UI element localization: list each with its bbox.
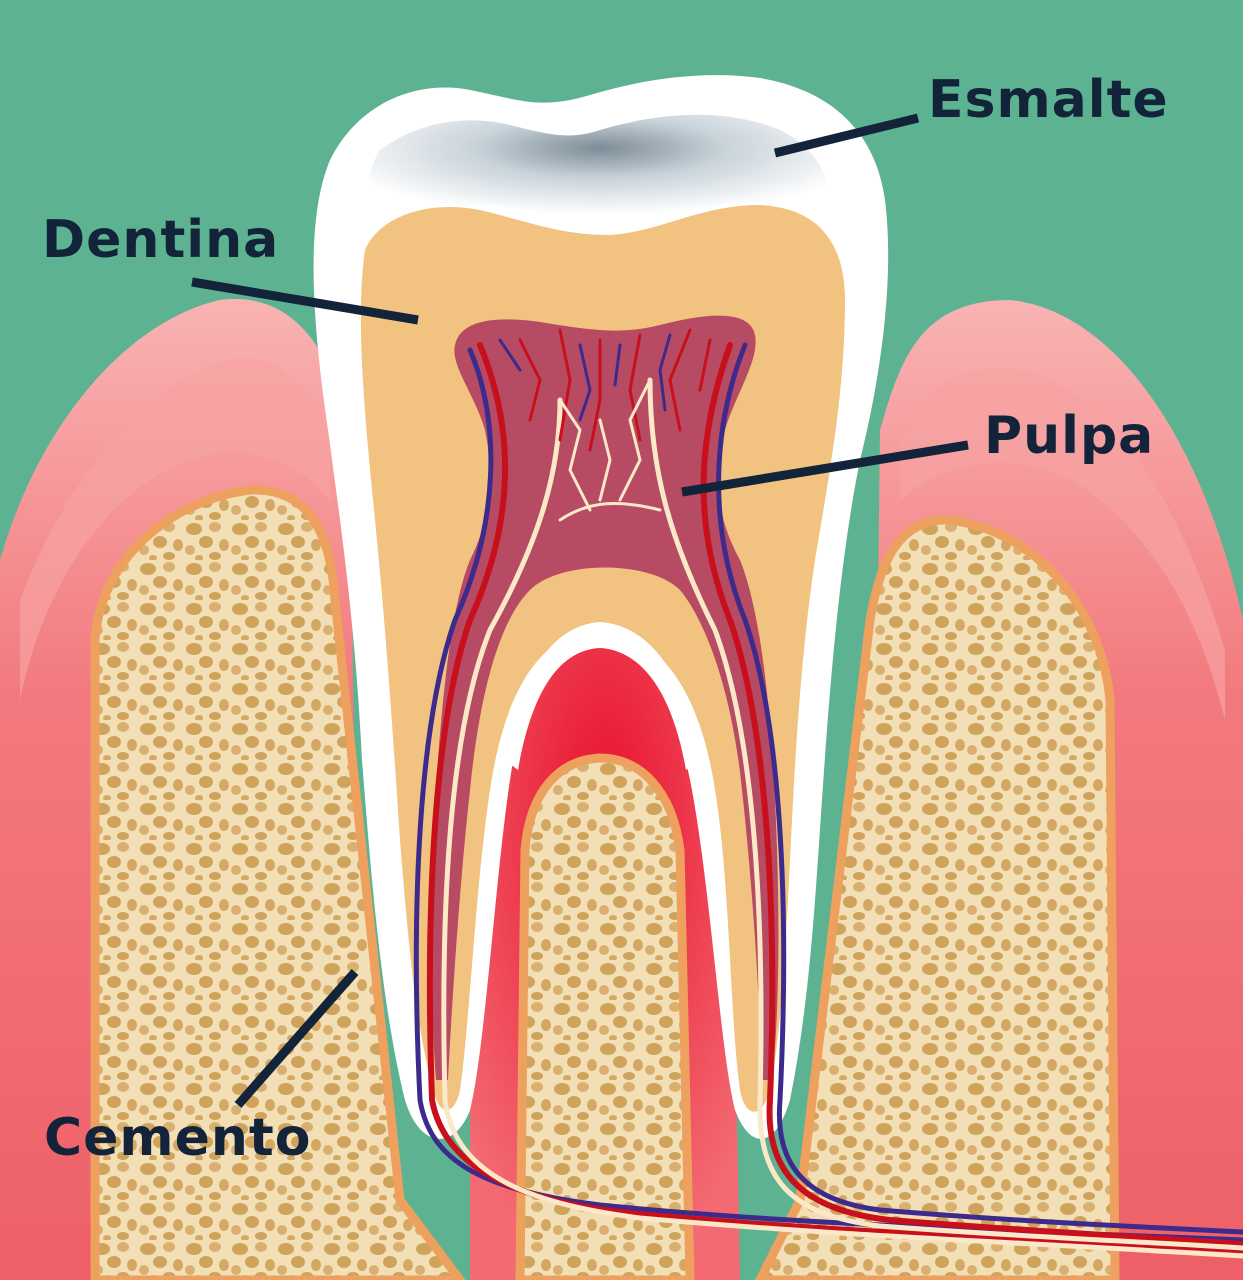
label-pulpa: Pulpa <box>984 406 1155 466</box>
leader-lines <box>191 113 969 1108</box>
label-esmalte: Esmalte <box>928 70 1169 130</box>
leader-line-esmalte <box>773 113 920 158</box>
pulp-shape <box>431 315 779 1080</box>
vessels <box>413 328 1243 1259</box>
leader-line-cemento <box>234 969 359 1108</box>
leader-line-dentina <box>191 277 419 325</box>
leader-line-pulpa <box>681 440 969 497</box>
label-cemento: Cemento <box>44 1108 312 1168</box>
label-dentina: Dentina <box>42 210 280 270</box>
bone <box>90 485 1120 1280</box>
